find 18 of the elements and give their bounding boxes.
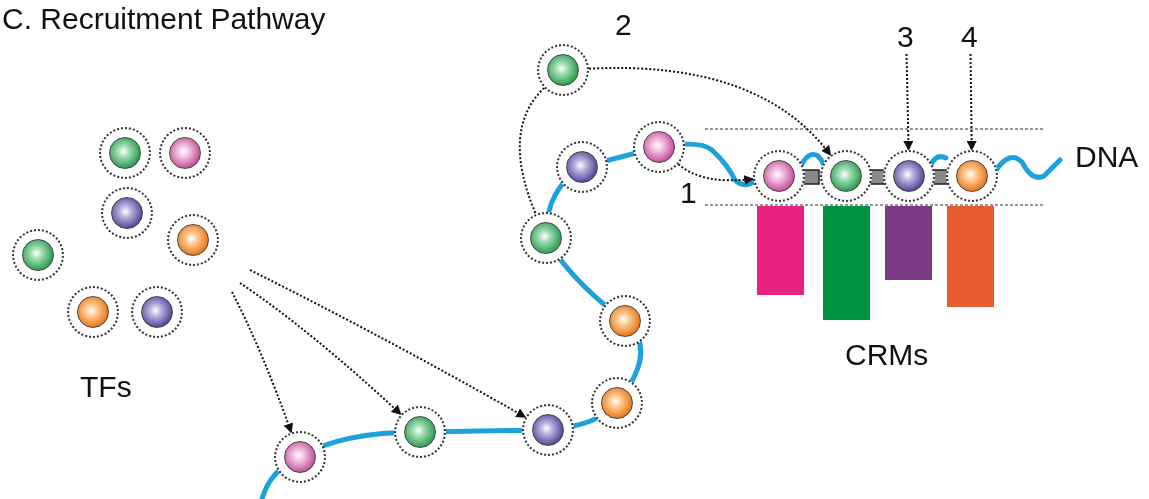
arrow — [239, 282, 402, 416]
step-number: 3 — [897, 20, 914, 54]
arrow — [677, 163, 755, 185]
arrow — [966, 53, 977, 151]
label: TFs — [80, 370, 132, 404]
label: DNA — [1075, 140, 1139, 174]
arrow — [587, 66, 832, 157]
protein-sphere — [820, 150, 872, 202]
arrow — [903, 53, 914, 151]
title: C. Recruitment Pathway — [2, 2, 326, 36]
arrow — [231, 291, 293, 434]
protein-sphere — [274, 431, 326, 483]
label: CRMs — [845, 338, 929, 372]
protein-sphere — [883, 150, 935, 202]
step-number: 4 — [961, 20, 978, 54]
protein-sphere — [946, 150, 998, 202]
arrow — [249, 269, 527, 419]
dotted-line — [518, 86, 546, 216]
